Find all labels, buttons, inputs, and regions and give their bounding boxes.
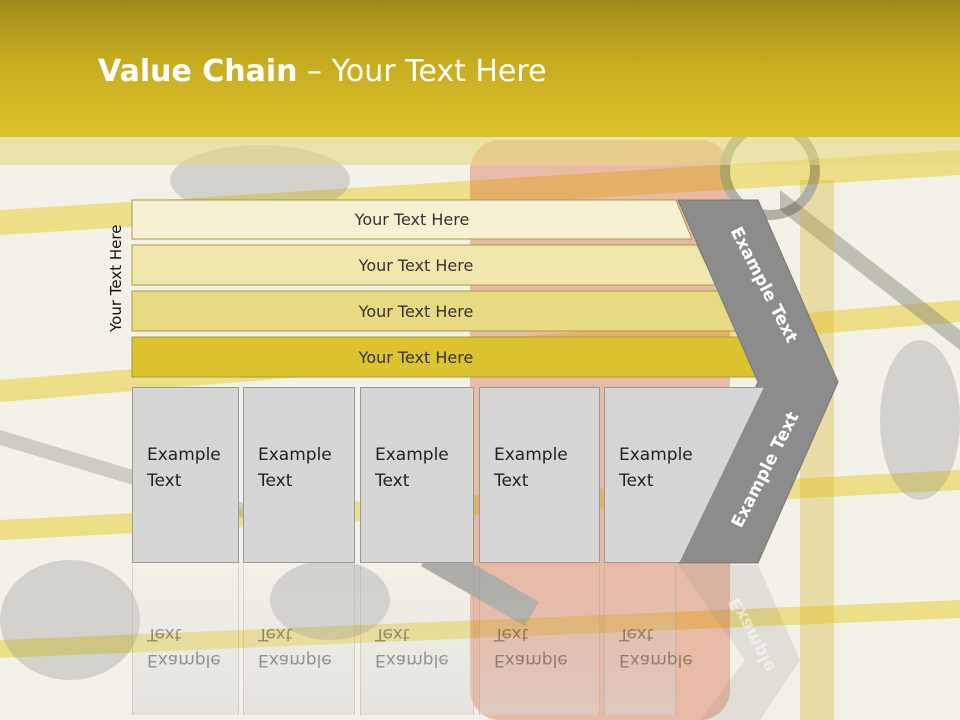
box-2-line2: Text <box>258 471 293 491</box>
box-5-line2: Text <box>619 471 654 491</box>
chevron-shape <box>677 199 839 564</box>
box-5-line1: Example <box>619 445 693 465</box>
bar-shape-1 <box>131 199 693 240</box>
bar-label-1: Your Text Here <box>354 210 470 229</box>
box-4-line2: Text <box>494 471 529 491</box>
box-1-line2: Text <box>147 471 182 491</box>
box-3-line1: Example <box>375 445 449 465</box>
box-4-line1: Example <box>494 445 568 465</box>
slide-title: Value Chain – Your Text Here <box>98 54 547 89</box>
box-1-line1: Example <box>147 445 221 465</box>
box-2-line1: Example <box>258 445 332 465</box>
header-band <box>0 137 960 165</box>
title-bold: Value Chain <box>98 54 298 89</box>
bar-row-1: Your Text Here <box>132 200 692 239</box>
header-bar <box>0 0 960 137</box>
box-3-line2: Text <box>375 471 410 491</box>
bar-row-3: Your Text Here <box>132 292 700 331</box>
bar-label-2: Your Text Here <box>358 256 474 275</box>
chevron-reflection <box>678 565 800 720</box>
bar-row-2: Your Text Here <box>132 246 700 285</box>
bar-label-3: Your Text Here <box>358 302 474 321</box>
bar-label-4: Your Text Here <box>358 348 474 367</box>
title-rest: – Your Text Here <box>297 54 547 89</box>
bar-row-4: Your Text Here <box>132 338 700 377</box>
